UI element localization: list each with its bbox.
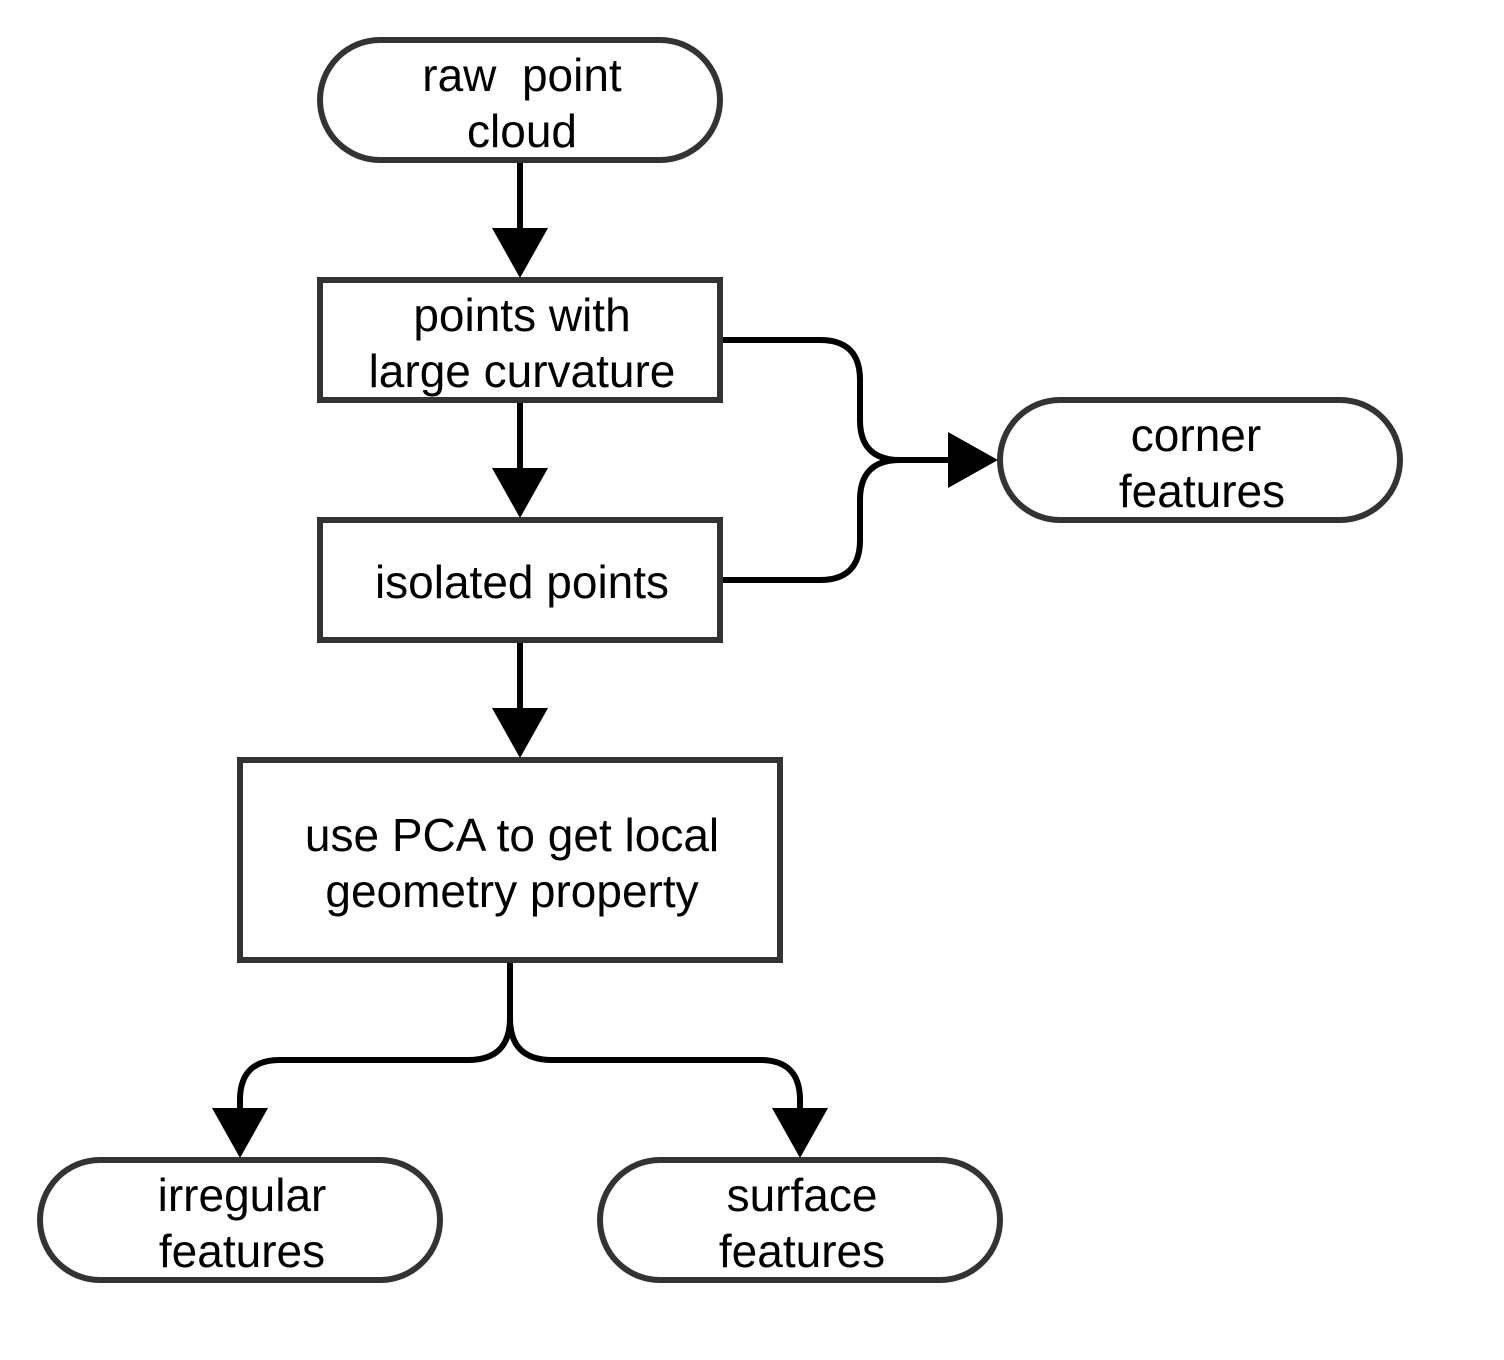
node-label-line-2: cloud: [467, 105, 577, 157]
edge-curvature-to-isolated: [492, 400, 548, 518]
terminal-shape: [597, 1157, 1003, 1283]
edge-line-to-irregular: [237, 960, 513, 1110]
node-raw-point-cloud: raw point cloud: [317, 37, 723, 163]
edge-split-from-pca: [212, 960, 828, 1158]
node-label-line-2: features: [159, 1225, 325, 1277]
node-use-pca: use PCA to get local geometry property: [237, 757, 783, 963]
arrow-head: [212, 1108, 268, 1158]
edges: [212, 160, 998, 1158]
arrow-head: [492, 228, 548, 278]
node-label-line-1: corner: [1131, 409, 1261, 461]
arrow-head: [948, 432, 998, 488]
edge-line-to-surface: [507, 1017, 803, 1110]
node-label-line-2: geometry property: [325, 865, 698, 917]
node-label-line-2: features: [1119, 465, 1285, 517]
arrow-head: [492, 708, 548, 758]
edge-line-from-isolated: [720, 457, 901, 583]
edge-merge-to-corner: [720, 337, 998, 583]
node-label-line-1: use PCA to get local: [305, 809, 719, 861]
arrow-head: [492, 468, 548, 518]
node-label-line-1: isolated points: [375, 556, 669, 608]
terminal-shape: [997, 397, 1403, 523]
nodes: raw point cloud points with large curvat…: [37, 37, 1403, 1283]
node-surface-features: surface features: [597, 1157, 1003, 1283]
edge-raw-to-curvature: [492, 160, 548, 278]
edge-isolated-to-pca: [492, 640, 548, 758]
node-corner-features: corner features: [997, 397, 1403, 523]
node-irregular-features: irregular features: [37, 1157, 443, 1283]
node-label-line-2: features: [719, 1225, 885, 1277]
node-label-line-1: irregular: [158, 1169, 327, 1221]
process-shape: [317, 517, 723, 643]
arrow-head: [772, 1108, 828, 1158]
node-label-line-1: surface: [727, 1169, 878, 1221]
node-isolated-points: isolated points: [317, 517, 723, 643]
node-label-line-1: raw point: [422, 49, 622, 101]
node-label-line-2: large curvature: [369, 345, 676, 397]
process-shape: [317, 277, 723, 403]
node-points-with-large-curvature: points with large curvature: [317, 277, 723, 403]
process-shape: [237, 757, 783, 963]
edge-line-from-curvature: [720, 337, 950, 463]
node-label-line-1: points with: [413, 289, 630, 341]
terminal-shape: [317, 37, 723, 163]
terminal-shape: [37, 1157, 443, 1283]
